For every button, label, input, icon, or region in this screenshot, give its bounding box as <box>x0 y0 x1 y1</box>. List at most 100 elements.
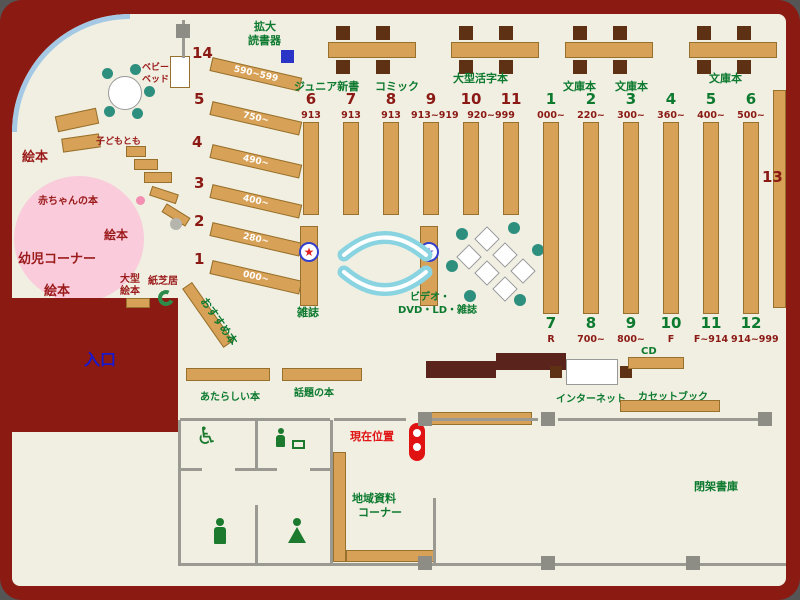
baby-bed-label-l2: ベッド <box>142 75 170 85</box>
shelf-number: 10 <box>660 314 682 332</box>
reading-table <box>689 42 777 58</box>
womens-toilet-icon <box>288 518 306 543</box>
wall <box>310 468 330 471</box>
star-badge: ★ <box>299 242 319 262</box>
picture-books-label: 絵本 <box>22 150 49 165</box>
study-chair <box>446 260 458 272</box>
bookshelf <box>583 122 599 314</box>
internet-table <box>566 359 618 385</box>
wall <box>433 498 436 566</box>
chair <box>573 26 587 40</box>
magnifier-device-icon <box>281 50 294 63</box>
wall <box>334 418 406 421</box>
reading-table <box>451 42 539 58</box>
chair <box>697 60 711 74</box>
shelf-number-14: 14 <box>192 44 213 62</box>
shelf-range: 400~ <box>697 110 725 121</box>
shelf-range: 913 <box>341 110 361 121</box>
bookshelf <box>463 122 479 215</box>
kids-chair <box>104 106 115 117</box>
pillar <box>541 412 555 426</box>
browsing-bench <box>337 231 433 296</box>
cd-shelf <box>628 357 684 369</box>
chair <box>376 60 390 74</box>
comics-label: コミック <box>375 80 419 93</box>
shelf-number: 7 <box>345 90 357 108</box>
shelf-range: 700~ <box>577 334 605 345</box>
pillar-round <box>170 218 182 230</box>
internet-label: インターネット <box>556 394 626 405</box>
pillar <box>176 24 190 38</box>
chair <box>697 26 711 40</box>
large-picture-book-shelf <box>126 298 150 308</box>
marker-dot <box>413 429 421 437</box>
pillar <box>758 412 772 426</box>
shelf-number: 8 <box>585 314 597 332</box>
bunko-label: 文庫本 <box>563 80 596 93</box>
kids-step-shelf <box>126 146 146 157</box>
shelf-ranges-top-right: 000~ 220~ 300~ 360~ 400~ 500~ <box>531 110 771 121</box>
pillar <box>686 556 700 570</box>
kids-stool <box>136 196 145 205</box>
bunko-label: 文庫本 <box>709 72 742 85</box>
bookshelf <box>503 122 519 215</box>
closed-stacks-label: 閉架書庫 <box>694 480 738 493</box>
shelf-number: 11 <box>500 90 522 108</box>
chair <box>613 26 627 40</box>
shelf-number: 9 <box>625 314 637 332</box>
shelf-number: 12 <box>740 314 762 332</box>
chair <box>620 366 632 378</box>
kodomo-tomo-label: 子どもとも <box>96 137 141 147</box>
picture-books-label: 絵本 <box>104 228 129 242</box>
shelf-ranges-bottom: R 700~ 800~ F F~914 914~999 <box>531 334 778 345</box>
study-chair <box>532 244 544 256</box>
cassette-label: カセットブック <box>638 392 708 403</box>
bookshelf <box>383 122 399 215</box>
kids-step-shelf <box>134 159 158 170</box>
new-books-shelf <box>186 368 270 381</box>
shelf-number-4: 4 <box>192 133 203 151</box>
kids-chair <box>130 64 141 75</box>
wall <box>255 420 258 470</box>
pillar <box>418 556 432 570</box>
chair <box>459 60 473 74</box>
shelf-number-1: 1 <box>194 250 205 268</box>
chair <box>737 60 751 74</box>
wall <box>178 420 181 566</box>
bunko-label: 文庫本 <box>615 80 648 93</box>
study-chair <box>514 294 526 306</box>
study-chair <box>456 228 468 240</box>
shelf-number-2: 2 <box>194 212 205 230</box>
shelf-range: 220~ <box>577 110 605 121</box>
bookshelf <box>663 122 679 314</box>
magazines-label: 雑誌 <box>297 306 319 319</box>
magazine-shelf <box>300 226 318 306</box>
shelf-number: 11 <box>700 314 722 332</box>
shelf-number: 1 <box>545 90 557 108</box>
baby-changing-icon <box>276 428 285 447</box>
shelf-number-3: 3 <box>194 174 205 192</box>
shelf-numbers-top-right: 1 2 3 4 5 6 <box>531 90 771 108</box>
video-label-l1: ビデオ・ <box>410 292 450 303</box>
shelf-number: 3 <box>625 90 637 108</box>
junior-shinsho-label: ジュニア新書 <box>294 80 360 93</box>
topical-books-label: 話題の本 <box>294 388 334 399</box>
bookshelf <box>543 122 559 314</box>
wheelchair-icon: ♿ <box>196 422 218 450</box>
kids-chair <box>102 68 113 79</box>
large-picture-books-label-l1: 大型 <box>120 274 140 285</box>
baby-bed-label-l1: ベビー <box>142 63 170 73</box>
shelf-number: 2 <box>585 90 597 108</box>
wall <box>178 563 786 566</box>
kids-chair <box>144 86 155 97</box>
shelf-range: 913 <box>381 110 401 121</box>
star-icon: ★ <box>303 245 315 259</box>
chair <box>459 26 473 40</box>
wall <box>182 20 185 58</box>
shelf-number-5: 5 <box>194 90 205 108</box>
bookshelf <box>703 122 719 314</box>
chair <box>499 60 513 74</box>
picture-books-label: 絵本 <box>44 284 71 299</box>
topical-books-shelf <box>282 368 362 381</box>
